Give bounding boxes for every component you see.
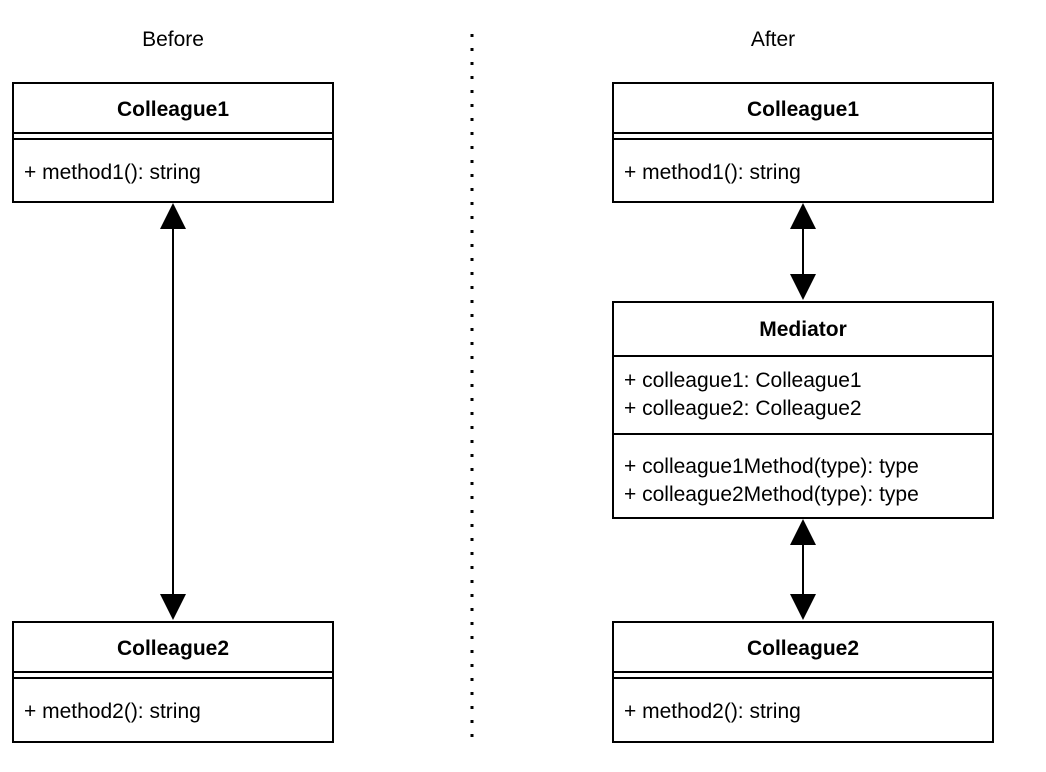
before-colleague1-class[interactable]: Colleague1 + method1(): string [12, 82, 334, 203]
after-top-arrowhead-up [790, 203, 816, 229]
before-arrowhead-down [160, 594, 186, 620]
class-separator [614, 132, 992, 140]
after-bottom-arrowhead-up [790, 519, 816, 545]
method-row: + method2(): string [624, 700, 801, 723]
attribute-row: + colleague2: Colleague2 [624, 397, 862, 420]
before-arrowhead-up [160, 203, 186, 229]
method-row: + colleague2Method(type): type [624, 483, 919, 506]
method-row: + method1(): string [24, 161, 201, 184]
class-name: Colleague1 [746, 98, 860, 121]
class-separator [14, 671, 332, 679]
class-name: Mediator [759, 318, 847, 341]
after-colleague1-class[interactable]: Colleague1 + method1(): string [612, 82, 994, 203]
class-name: Colleague2 [746, 637, 860, 660]
before-heading: Before [142, 28, 204, 51]
attribute-row: + colleague1: Colleague1 [624, 369, 862, 392]
method-row: + colleague1Method(type): type [624, 455, 919, 478]
after-top-arrowhead-down [790, 274, 816, 300]
method-row: + method1(): string [624, 161, 801, 184]
after-heading: After [750, 28, 796, 51]
after-bottom-arrowhead-down [790, 594, 816, 620]
before-colleague2-class[interactable]: Colleague2 + method2(): string [12, 621, 334, 743]
class-name: Colleague2 [116, 637, 230, 660]
mediator-class[interactable]: Mediator + colleague1: Colleague1 + coll… [612, 301, 994, 519]
after-colleague2-class[interactable]: Colleague2 + method2(): string [612, 621, 994, 743]
class-separator [14, 132, 332, 140]
class-separator [614, 433, 992, 435]
class-name: Colleague1 [116, 98, 230, 121]
method-row: + method2(): string [24, 700, 201, 723]
class-separator [614, 355, 992, 357]
class-separator [614, 671, 992, 679]
